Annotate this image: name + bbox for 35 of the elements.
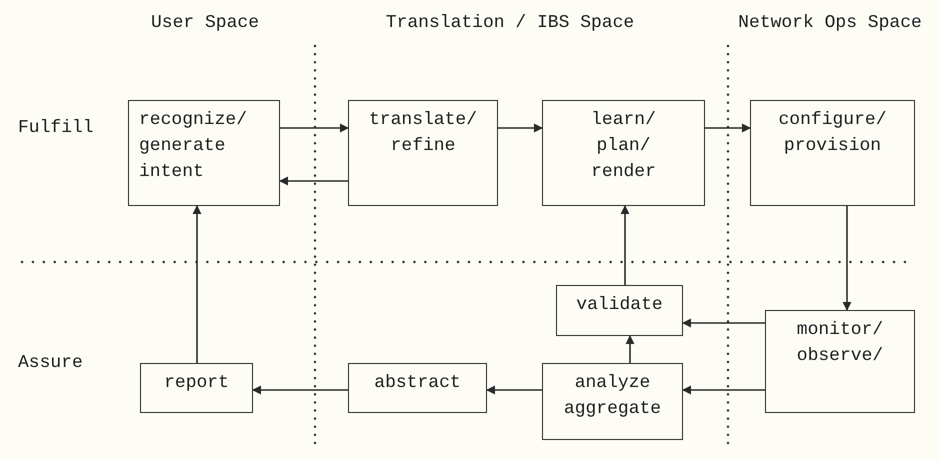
process-box xyxy=(556,285,683,336)
column-heading: User Space xyxy=(150,12,260,35)
box-label: report xyxy=(163,372,230,395)
box-label: monitor/ observe/ xyxy=(796,319,884,368)
arrow xyxy=(682,386,765,394)
arrow xyxy=(682,318,765,328)
arrow xyxy=(620,205,630,285)
process-box xyxy=(348,363,487,413)
process-box xyxy=(542,100,705,206)
arrow xyxy=(280,124,349,132)
box-label: learn/ plan/ render xyxy=(590,109,657,184)
column-heading: Network Ops Space xyxy=(737,12,923,35)
arrow xyxy=(626,335,634,363)
arrow xyxy=(252,386,348,394)
box-label: analyze aggregate xyxy=(562,372,662,421)
row-label: Fulfill xyxy=(18,117,95,140)
arrow xyxy=(486,386,542,394)
process-box xyxy=(542,363,683,440)
process-box xyxy=(128,100,280,206)
process-box xyxy=(750,100,915,206)
box-label: configure/ provision xyxy=(777,109,888,158)
process-box xyxy=(140,363,253,413)
arrow xyxy=(705,124,751,132)
process-box xyxy=(765,310,915,413)
arrow xyxy=(279,176,348,186)
arrow xyxy=(192,205,202,363)
arrow xyxy=(498,124,543,132)
box-label: validate xyxy=(575,294,664,317)
box-label: recognize/ generate intent xyxy=(139,109,248,184)
box-label: translate/ refine xyxy=(368,109,478,158)
column-heading: Translation / IBS Space xyxy=(384,12,636,35)
box-label: abstract xyxy=(373,372,462,395)
process-box xyxy=(348,100,498,206)
arrow xyxy=(842,206,852,311)
row-label: Assure xyxy=(18,352,84,375)
